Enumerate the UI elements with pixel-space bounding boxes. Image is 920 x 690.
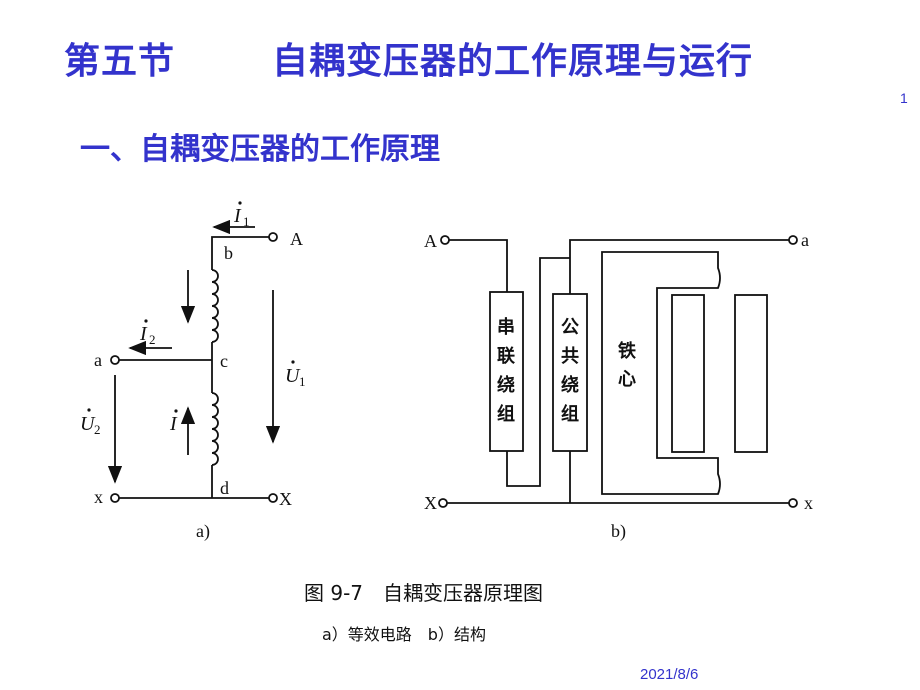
svg-text:组: 组 (561, 403, 579, 425)
svg-text:x: x (804, 493, 813, 513)
svg-text:1: 1 (299, 374, 306, 389)
svg-text:U: U (80, 413, 96, 435)
svg-text:X: X (279, 489, 292, 509)
svg-text:U: U (285, 365, 301, 387)
svg-text:c: c (220, 351, 228, 371)
circuit-diagram-a (107, 219, 281, 503)
series-winding (489, 291, 524, 452)
iron-core (601, 251, 721, 495)
topic-title: 自耦变压器的工作原理与运行 (272, 41, 754, 82)
svg-text:x: x (94, 487, 103, 507)
svg-text:2: 2 (94, 422, 101, 437)
svg-text:串: 串 (497, 317, 515, 338)
svg-text:共: 共 (561, 346, 579, 367)
svg-text:1: 1 (243, 214, 250, 229)
svg-text:a: a (801, 230, 809, 250)
svg-text:a): a) (196, 521, 210, 542)
svg-text:I: I (139, 323, 148, 345)
figure-caption: 图 9-7 自耦变压器原理图 (304, 581, 543, 605)
svg-text:组: 组 (497, 403, 515, 425)
svg-text:心: 心 (618, 369, 636, 390)
svg-text:b): b) (611, 521, 626, 542)
date: 2021/8/6 (640, 666, 699, 683)
svg-text:a: a (94, 350, 102, 370)
svg-text:铁: 铁 (618, 340, 636, 362)
svg-text:绕: 绕 (561, 374, 579, 396)
svg-text:绕: 绕 (497, 374, 515, 396)
structure-diagram-b (438, 235, 798, 508)
svg-text:联: 联 (497, 346, 515, 367)
page-number: 1 (900, 90, 908, 106)
svg-text:2: 2 (149, 332, 156, 347)
svg-text:d: d (220, 478, 229, 498)
svg-text:A: A (424, 231, 437, 251)
svg-text:I: I (169, 413, 178, 435)
svg-text:A: A (290, 229, 303, 249)
section-title: 第五节 (64, 41, 176, 82)
figure-subcaption: a）等效电路 b）结构 (322, 625, 486, 644)
subtitle: 一、自耦变压器的工作原理 (80, 132, 440, 167)
svg-text:公: 公 (561, 317, 579, 338)
svg-text:b: b (224, 243, 233, 263)
svg-text:I: I (233, 205, 242, 227)
structure-labels-b: A X a x 串 联 绕 组 公 共 绕 组 铁 心 b) (424, 230, 813, 542)
svg-text:X: X (424, 493, 437, 513)
